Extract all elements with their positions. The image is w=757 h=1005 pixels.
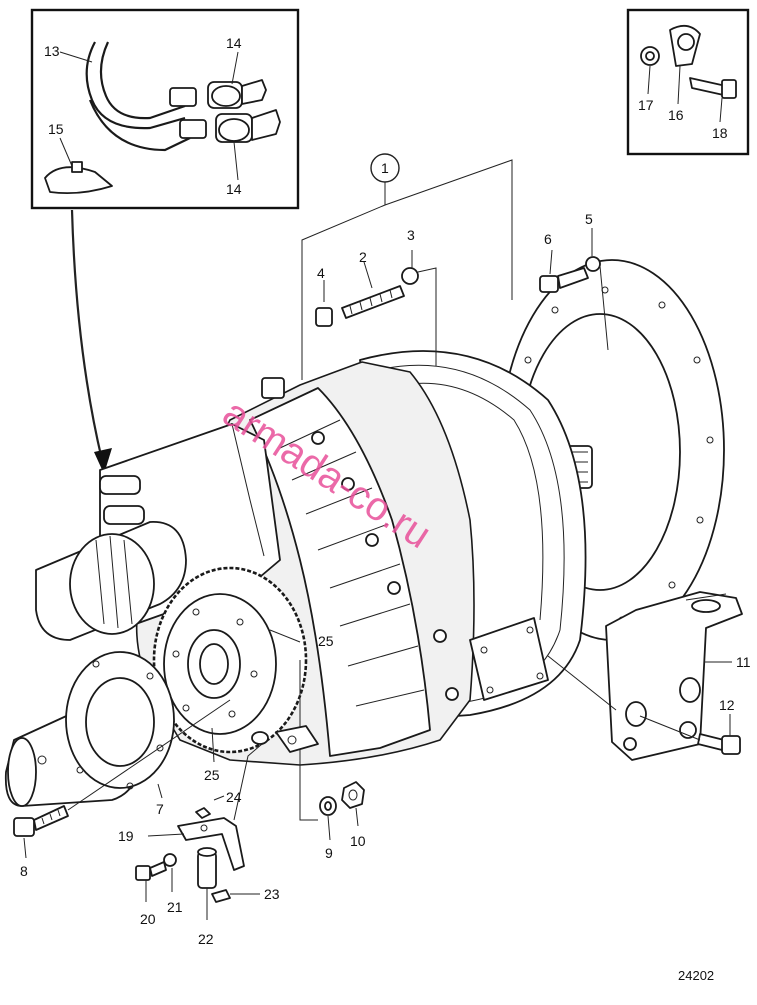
callout-5: 5: [585, 211, 593, 227]
callout-17: 17: [638, 97, 654, 113]
callout-11: 11: [736, 654, 751, 670]
callout-23: 23: [264, 886, 280, 902]
callout-16: 16: [668, 107, 684, 123]
inset-sensor-cable: [30, 8, 300, 210]
callout-18: 18: [712, 125, 728, 141]
inset-arrow: [70, 209, 104, 461]
mounting-bracket: [605, 591, 743, 761]
callout-7: 7: [156, 801, 164, 817]
callout-10: 10: [350, 833, 366, 849]
callout-24: 24: [226, 789, 242, 805]
output-flange: [4, 651, 175, 807]
bolt-8: [13, 805, 69, 837]
inset-bracket: [626, 8, 750, 156]
leader-1-left: [301, 182, 386, 380]
callout-21: 21: [167, 899, 183, 915]
callout-9: 9: [325, 845, 333, 861]
callout-15: 15: [48, 121, 64, 137]
callout-20: 20: [140, 911, 156, 927]
leader-1-right: [384, 159, 513, 300]
callout-19: 19: [118, 828, 134, 844]
arrow-head-icon: [94, 448, 112, 474]
callout-25-upper: 25: [318, 633, 334, 649]
nuts-9-10: [319, 781, 365, 816]
sensor-bracket-assembly: [135, 725, 319, 903]
callout-3: 3: [407, 227, 415, 243]
callout-14-bottom: 14: [226, 181, 242, 197]
bolt-12: [697, 733, 741, 755]
callout-4: 4: [317, 265, 325, 281]
callout-6: 6: [544, 231, 552, 247]
callout-22: 22: [198, 931, 214, 947]
callout-2: 2: [359, 249, 367, 265]
figure-number: 24202: [678, 968, 714, 983]
callout-14-top: 14: [226, 35, 242, 51]
callout-12: 12: [719, 697, 735, 713]
fasteners-top: [315, 256, 601, 327]
sprocket-gear: [152, 566, 308, 754]
callout-1: 1: [381, 160, 389, 176]
callout-8: 8: [20, 863, 28, 879]
callout-13: 13: [44, 43, 60, 59]
callout-25-lower: 25: [204, 767, 220, 783]
